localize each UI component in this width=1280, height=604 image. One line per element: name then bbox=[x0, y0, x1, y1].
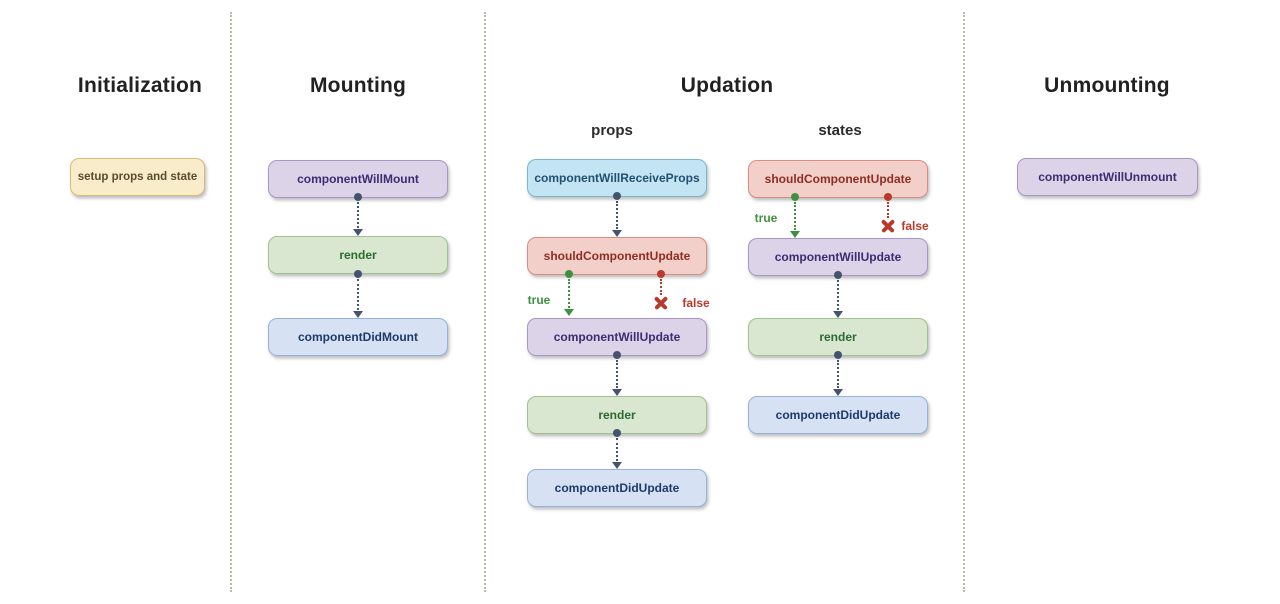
flow-arrow-props-3 bbox=[612, 429, 622, 469]
arrow-line bbox=[357, 279, 359, 310]
flow-arrow-props-2 bbox=[612, 351, 622, 396]
arrow-line bbox=[616, 438, 618, 461]
arrow-dot bbox=[834, 271, 842, 279]
flow-arrow-states-1 bbox=[833, 271, 843, 318]
arrowhead-icon bbox=[833, 311, 843, 318]
section-title-updation: Updation bbox=[680, 74, 774, 97]
column-label-props: props bbox=[591, 122, 633, 139]
arrow-line bbox=[837, 360, 839, 388]
true-arrow-props bbox=[564, 270, 574, 316]
arrow-dot bbox=[613, 192, 621, 200]
node-setup-props-and-state: setup props and state bbox=[70, 158, 205, 196]
node-component-will-update-props: componentWillUpdate bbox=[527, 318, 707, 356]
arrow-dot bbox=[354, 270, 362, 278]
arrow-line bbox=[887, 202, 889, 218]
arrow-line bbox=[794, 202, 796, 230]
arrowhead-icon bbox=[564, 309, 574, 316]
node-should-component-update-props: shouldComponentUpdate bbox=[527, 237, 707, 275]
false-x-icon bbox=[881, 219, 895, 233]
node-render-states: render bbox=[748, 318, 928, 356]
flow-arrow-states-2 bbox=[833, 351, 843, 396]
arrow-line bbox=[616, 360, 618, 388]
true-label-states: true bbox=[754, 211, 778, 225]
flow-arrow-mounting-2 bbox=[353, 270, 363, 318]
arrow-line bbox=[660, 279, 662, 295]
arrow-line bbox=[837, 280, 839, 310]
arrow-dot bbox=[657, 270, 665, 278]
section-title-unmounting: Unmounting bbox=[1044, 74, 1170, 97]
flow-arrow-props-1 bbox=[612, 192, 622, 237]
arrowhead-icon bbox=[353, 311, 363, 318]
arrow-dot bbox=[354, 193, 362, 201]
section-divider-3 bbox=[963, 12, 965, 592]
arrow-line bbox=[568, 279, 570, 308]
arrowhead-icon bbox=[790, 231, 800, 238]
false-arrow-props bbox=[654, 270, 668, 310]
arrowhead-icon bbox=[833, 389, 843, 396]
false-label-states: false bbox=[901, 219, 929, 233]
true-arrow-states bbox=[790, 193, 800, 238]
arrow-dot bbox=[834, 351, 842, 359]
arrowhead-icon bbox=[612, 462, 622, 469]
false-label-props: false bbox=[682, 296, 710, 310]
node-component-did-mount: componentDidMount bbox=[268, 318, 448, 356]
flow-arrow-mounting-1 bbox=[353, 193, 363, 236]
node-component-did-update-states: componentDidUpdate bbox=[748, 396, 928, 434]
node-render-mounting: render bbox=[268, 236, 448, 274]
section-divider-2 bbox=[484, 12, 486, 592]
arrow-dot bbox=[791, 193, 799, 201]
arrow-line bbox=[616, 201, 618, 229]
node-component-did-update-props: componentDidUpdate bbox=[527, 469, 707, 507]
arrow-dot bbox=[613, 351, 621, 359]
arrowhead-icon bbox=[612, 389, 622, 396]
arrow-dot bbox=[884, 193, 892, 201]
section-divider-1 bbox=[230, 12, 232, 592]
column-label-states: states bbox=[818, 122, 862, 139]
arrowhead-icon bbox=[612, 230, 622, 237]
false-arrow-states bbox=[881, 193, 895, 233]
false-x-icon bbox=[654, 296, 668, 310]
section-title-initialization: Initialization bbox=[77, 74, 203, 97]
section-title-mounting: Mounting bbox=[309, 74, 407, 97]
arrowhead-icon bbox=[353, 229, 363, 236]
node-should-component-update-states: shouldComponentUpdate bbox=[748, 160, 928, 198]
arrow-dot bbox=[613, 429, 621, 437]
arrow-dot bbox=[565, 270, 573, 278]
node-component-will-unmount: componentWillUnmount bbox=[1017, 158, 1198, 196]
node-component-will-update-states: componentWillUpdate bbox=[748, 238, 928, 276]
true-label-props: true bbox=[527, 293, 551, 307]
node-component-will-mount: componentWillMount bbox=[268, 160, 448, 198]
arrow-line bbox=[357, 202, 359, 228]
